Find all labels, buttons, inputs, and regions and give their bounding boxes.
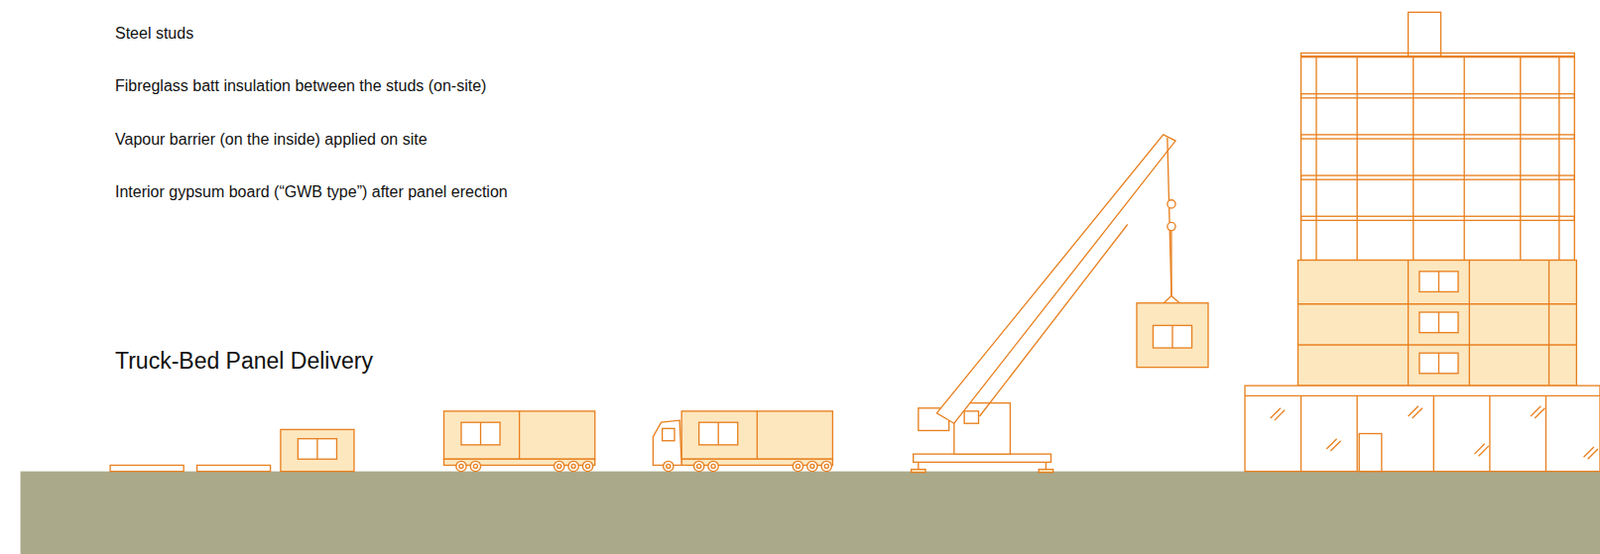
mullion	[1300, 395, 1302, 472]
mullion	[1438, 353, 1440, 374]
window	[1419, 271, 1459, 293]
crane-base	[913, 454, 1052, 463]
wheel	[708, 461, 719, 472]
wall-panel	[280, 429, 355, 472]
window	[1419, 353, 1459, 374]
mullion	[1356, 395, 1358, 472]
column	[1412, 56, 1414, 261]
floor-slab	[1301, 216, 1576, 221]
wheel	[568, 461, 579, 472]
glass-glint	[1530, 406, 1541, 417]
glass-glint	[1408, 406, 1419, 417]
ground	[20, 472, 1600, 554]
window	[461, 422, 500, 446]
wheel	[554, 461, 565, 472]
flat-panel	[110, 465, 184, 472]
wheel-hub	[585, 464, 590, 469]
wheel-hub	[473, 464, 478, 469]
wheel	[663, 461, 674, 472]
component-note: Vapour barrier (on the inside) applied o…	[115, 129, 428, 150]
floor-slab	[1301, 94, 1576, 99]
wheel	[456, 461, 467, 472]
column	[1558, 56, 1560, 261]
glass-glint	[1478, 446, 1489, 457]
lifted-panel	[1136, 303, 1209, 369]
wheel-hub	[824, 464, 829, 469]
crane-boom	[936, 134, 1176, 424]
wheel-hub	[711, 464, 716, 469]
wheel	[582, 461, 593, 472]
mullion	[1545, 395, 1547, 472]
building-frame	[1301, 56, 1576, 261]
glass-glint	[1274, 410, 1285, 421]
mullion	[1433, 395, 1435, 472]
window	[1152, 325, 1192, 349]
wheel-hub	[795, 464, 800, 469]
wheel-hub	[810, 464, 815, 469]
section-heading: Truck-Bed Panel Delivery	[115, 347, 373, 375]
component-note: Fibreglass batt insulation between the s…	[115, 76, 487, 97]
column	[1315, 56, 1317, 261]
wheel	[470, 461, 481, 472]
flat-panel	[197, 465, 271, 472]
wheel	[807, 461, 818, 472]
trailer-load	[443, 411, 595, 460]
door	[1358, 434, 1382, 473]
glass-glint	[1330, 441, 1341, 452]
window	[297, 439, 337, 461]
wheel-hub	[459, 464, 464, 469]
wheel-hub	[571, 464, 576, 469]
wheel	[821, 461, 832, 472]
column	[1519, 56, 1521, 261]
column	[1464, 56, 1466, 261]
wheel	[792, 461, 803, 472]
glass-glint	[1270, 408, 1281, 419]
glass-glint	[1534, 408, 1545, 419]
component-note: Interior gypsum board (“GWB type”) after…	[115, 182, 508, 203]
floor-slab	[1301, 53, 1576, 58]
glass-glint	[1584, 447, 1595, 458]
mullion	[1488, 395, 1490, 472]
wheel-hub	[697, 464, 702, 469]
truck-cab	[652, 420, 682, 466]
floor-slab	[1301, 175, 1576, 180]
storefront	[1244, 385, 1600, 472]
building-core	[1408, 11, 1442, 56]
glass-glint	[1588, 449, 1599, 460]
column	[1356, 56, 1358, 261]
wheel	[694, 461, 705, 472]
window	[699, 422, 739, 446]
window	[1419, 312, 1459, 334]
component-note: Steel studs	[115, 23, 194, 44]
glass-glint	[1412, 408, 1423, 419]
glass-glint	[1474, 444, 1484, 455]
glass-glint	[1326, 439, 1337, 450]
wheel-hub	[666, 464, 671, 469]
floor-slab	[1301, 134, 1576, 139]
mullion	[1438, 271, 1440, 293]
trailer-load	[681, 411, 833, 460]
mullion	[1438, 312, 1440, 334]
wheel-hub	[557, 464, 562, 469]
installed-panels	[1298, 260, 1578, 387]
